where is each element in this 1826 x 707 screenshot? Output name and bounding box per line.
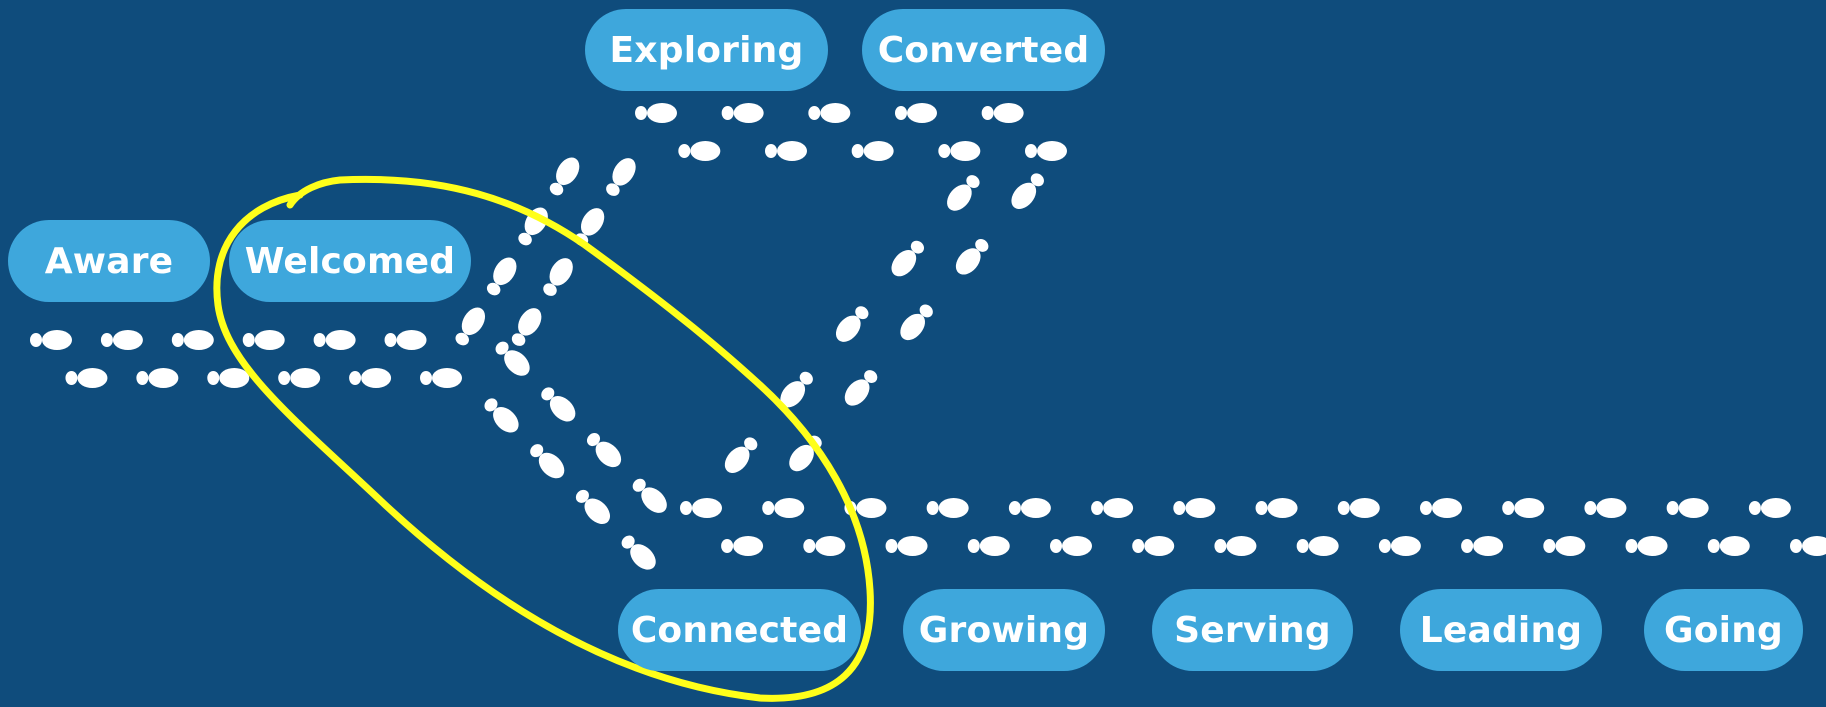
footprint-icon xyxy=(549,157,580,196)
stage-connected-label: Connected xyxy=(630,609,849,651)
stage-converted: Converted xyxy=(862,9,1105,91)
footprint-icon xyxy=(486,257,517,296)
footprint-icon xyxy=(575,489,611,524)
stage-leading: Leading xyxy=(1400,589,1602,671)
footprint-icon xyxy=(511,308,542,346)
footprint-icon xyxy=(835,306,869,342)
stage-aware: Aware xyxy=(8,220,210,302)
stage-welcomed-label: Welcomed xyxy=(244,240,456,282)
footprint-icon xyxy=(938,141,981,161)
footprint-icon xyxy=(885,536,928,556)
footprint-icon xyxy=(721,103,764,123)
footprint-icon xyxy=(1214,536,1257,556)
stage-going: Going xyxy=(1644,589,1803,671)
footprint-icon xyxy=(1337,498,1380,518)
footprint-icon xyxy=(680,498,722,518)
footprint-icon xyxy=(891,240,925,277)
footprints-group xyxy=(30,103,1826,570)
footprint-icon xyxy=(1173,498,1216,518)
footprint-icon xyxy=(313,330,356,350)
footprint-icon xyxy=(765,141,807,161)
footprint-icon xyxy=(724,437,758,473)
footprint-icon xyxy=(762,498,805,518)
footprint-icon xyxy=(574,208,605,246)
footprint-icon xyxy=(543,258,573,296)
footprint-icon xyxy=(851,141,894,161)
footprint-icon xyxy=(495,341,530,376)
footprint-icon xyxy=(530,444,565,479)
stage-welcomed: Welcomed xyxy=(229,220,471,302)
footprint-icon xyxy=(803,536,846,556)
footprint-icon xyxy=(900,304,933,341)
footprint-icon xyxy=(1296,536,1339,556)
footprint-icon xyxy=(65,368,108,388)
highlight-circle xyxy=(213,175,874,702)
stage-serving-label: Serving xyxy=(1174,609,1331,651)
footprint-icon xyxy=(606,158,636,196)
footprint-icon xyxy=(635,103,677,123)
stage-leading-label: Leading xyxy=(1419,609,1583,651)
footprint-icon xyxy=(1050,536,1092,556)
stage-exploring: Exploring xyxy=(585,9,828,91)
footprint-icon xyxy=(278,368,321,388)
footprint-icon xyxy=(1420,498,1462,518)
footprint-icon xyxy=(926,498,969,518)
footprint-icon xyxy=(171,330,214,350)
stage-exploring-label: Exploring xyxy=(609,29,804,71)
footprint-icon xyxy=(384,330,427,350)
stage-serving: Serving xyxy=(1152,589,1353,671)
footprint-icon xyxy=(721,536,764,556)
footprint-icon xyxy=(1625,536,1668,556)
footprint-icon xyxy=(349,368,392,388)
footprint-icon xyxy=(1091,498,1134,518)
footprint-icon xyxy=(967,536,1010,556)
footprint-icon xyxy=(1255,498,1298,518)
footprint-icon xyxy=(844,370,878,406)
footprint-icon xyxy=(1502,498,1545,518)
footprint-icon xyxy=(632,478,667,513)
footprint-icon xyxy=(586,433,622,468)
footprint-icon xyxy=(1748,498,1791,518)
footprint-icon xyxy=(1025,141,1067,161)
footprint-icon xyxy=(30,330,72,350)
footprint-icon xyxy=(981,103,1024,123)
footprint-icon xyxy=(1543,536,1586,556)
footprint-icon xyxy=(678,141,721,161)
footprint-icon xyxy=(947,175,980,211)
footprint-icon xyxy=(541,387,576,422)
footprint-icon xyxy=(808,103,851,123)
footprint-icon xyxy=(1008,498,1051,518)
footprint-icon xyxy=(955,238,989,275)
footprint-icon xyxy=(895,103,937,123)
footprint-icon xyxy=(100,330,143,350)
footprint-icon xyxy=(1461,536,1504,556)
stage-aware-label: Aware xyxy=(44,240,174,282)
footprint-icon xyxy=(1011,173,1044,210)
footprint-icon xyxy=(1666,498,1709,518)
stage-converted-label: Converted xyxy=(877,29,1090,71)
footprint-icon xyxy=(780,371,813,408)
footprint-icon xyxy=(242,330,285,350)
footprint-icon xyxy=(455,307,486,346)
footprint-icon xyxy=(420,368,462,388)
footprint-icon xyxy=(1378,536,1421,556)
stage-growing: Growing xyxy=(903,589,1105,671)
footprint-icon xyxy=(207,368,250,388)
stage-connected: Connected xyxy=(618,589,861,671)
footprint-icon xyxy=(1584,498,1627,518)
footprint-icon xyxy=(484,398,519,433)
stage-going-label: Going xyxy=(1663,609,1784,651)
footprint-icon xyxy=(1132,536,1175,556)
footprint-icon xyxy=(1790,536,1826,556)
footprint-icon xyxy=(136,368,179,388)
footprint-icon xyxy=(1707,536,1750,556)
stage-growing-label: Growing xyxy=(918,609,1090,651)
footprint-icon xyxy=(621,535,656,570)
